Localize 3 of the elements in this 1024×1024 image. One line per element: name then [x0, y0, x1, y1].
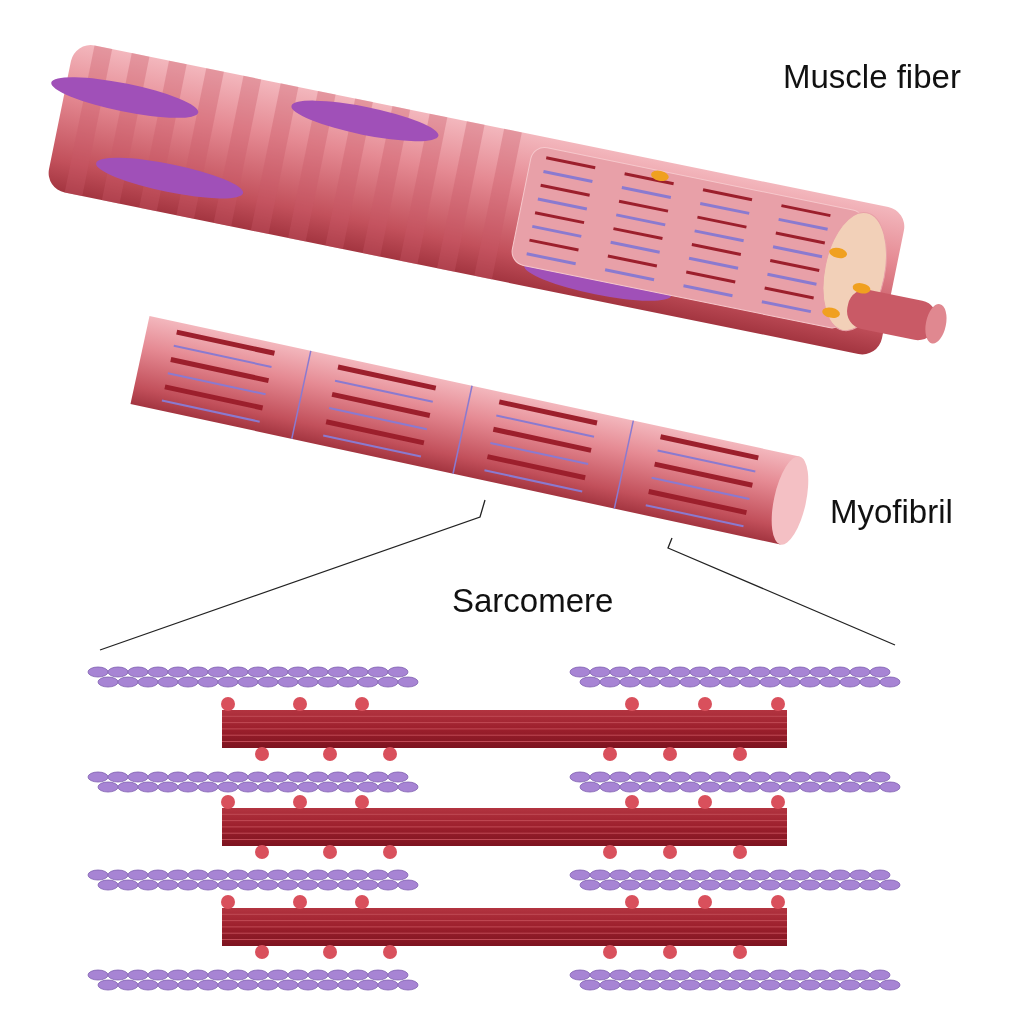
- structure-label: Sarcomere: [452, 582, 614, 620]
- structure-label: Myofibril: [830, 493, 953, 531]
- structure-label: Muscle fiber: [783, 58, 961, 96]
